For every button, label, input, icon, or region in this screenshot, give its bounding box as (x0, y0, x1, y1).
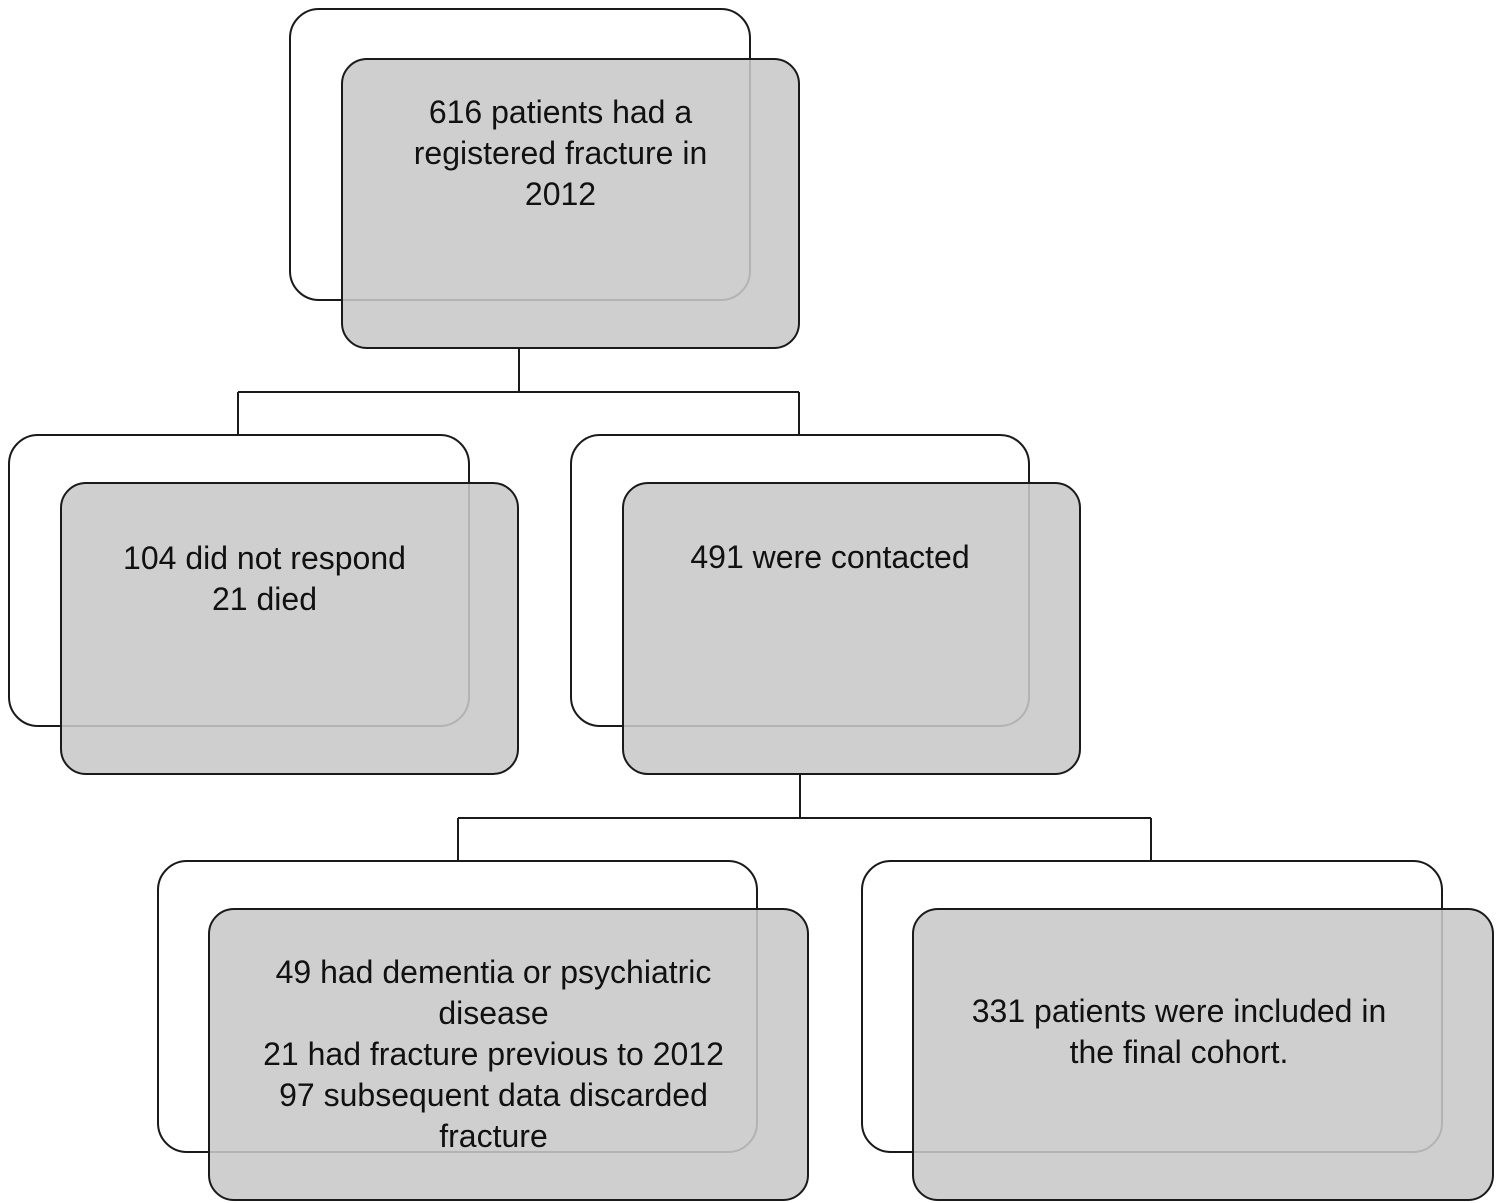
node-bottom-right: 331 patients were included in the final … (912, 908, 1494, 1201)
node-left-text: 104 did not respond 21 died (123, 538, 406, 620)
node-top-line: 2012 (524, 176, 597, 212)
node-top-line: 616 patients had a (428, 94, 693, 130)
node-bottom-right-line: 331 patients were included in (971, 993, 1387, 1029)
node-bottom-left-text: 49 had dementia or psychiatric disease 2… (263, 952, 724, 1157)
node-bottom-left: 49 had dementia or psychiatric disease 2… (208, 908, 809, 1201)
node-top: 616 patients had a registered fracture i… (341, 58, 800, 349)
node-bottom-left-line: fracture (439, 1118, 548, 1154)
node-left-line: 104 did not respond (123, 539, 406, 576)
node-middle-text: 491 were contacted (690, 537, 969, 578)
node-bottom-right-line: the final cohort. (1069, 1034, 1289, 1070)
node-top-text: 616 patients had a registered fracture i… (414, 92, 707, 215)
node-middle-line: 491 were contacted (690, 539, 970, 575)
node-top-line: registered fracture in (413, 135, 708, 171)
node-bottom-left-line: 97 subsequent data discarded (279, 1077, 708, 1113)
node-bottom-left-line: 49 had dementia or psychiatric (275, 954, 712, 990)
node-bottom-left-line: disease (438, 995, 549, 1031)
node-left: 104 did not respond 21 died (60, 482, 519, 775)
node-bottom-left-line: 21 had fracture previous to 2012 (263, 1036, 724, 1072)
node-bottom-right-text: 331 patients were included in the final … (972, 991, 1387, 1073)
node-left-line: 21 died (212, 580, 317, 617)
node-middle: 491 were contacted (622, 482, 1081, 775)
